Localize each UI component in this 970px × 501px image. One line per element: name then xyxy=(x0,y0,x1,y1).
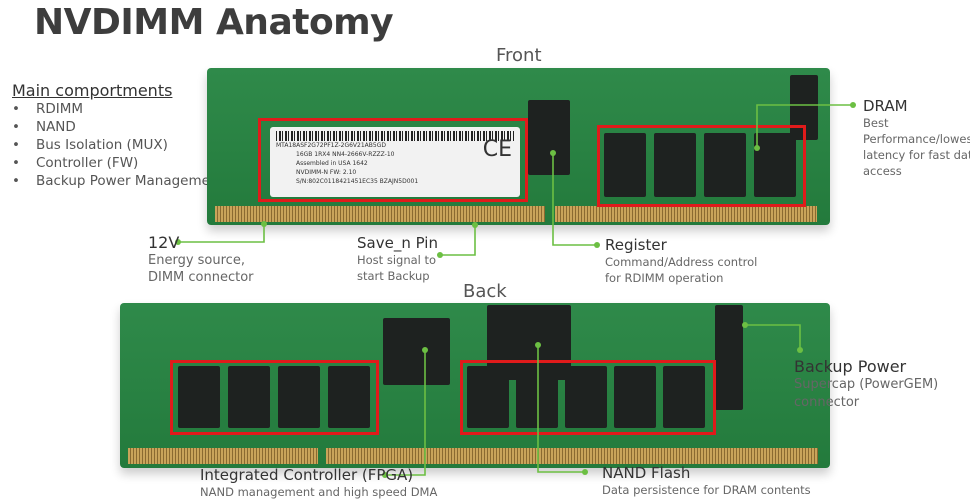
list-item: Bus Isolation (MUX) xyxy=(12,136,224,154)
callout-desc: connector xyxy=(794,395,860,410)
callout-dram: DRAM Best Performance/lowest latency for… xyxy=(863,97,970,179)
callout-backup-power: Backup Power Supercap (PowerGEM) connect… xyxy=(794,357,938,412)
callout-fpga: Integrated Controller (FPGA) NAND manage… xyxy=(200,466,437,500)
list-item: RDIMM xyxy=(12,100,224,118)
list-item: NAND xyxy=(12,118,224,136)
callout-desc: Performance/lowest xyxy=(863,132,970,146)
sticker-line: 16GB 1RX4 NN4-2666V-RZZZ-10 xyxy=(296,151,395,158)
callout-nand-flash: NAND Flash Data persistence for DRAM con… xyxy=(602,464,811,498)
sticker-line: NVDIMM-N FW: 2.10 xyxy=(296,169,357,176)
product-label-sticker: MTA18ASF2G72PF1Z-2G6V21AB5GD 16GB 1RX4 N… xyxy=(270,127,520,197)
callout-desc: NAND management and high speed DMA xyxy=(200,485,438,499)
slide-title: NVDIMM Anatomy xyxy=(34,2,394,43)
callout-title: NAND Flash xyxy=(602,464,691,482)
callout-desc: Host signal to xyxy=(357,253,437,267)
callout-desc: access xyxy=(863,164,902,178)
callout-desc: Energy source, xyxy=(148,253,245,268)
sticker-line: MTA18ASF2G72PF1Z-2G6V21AB5GD xyxy=(276,142,386,149)
callout-desc: Command/Address control xyxy=(605,255,758,269)
sticker-line: S/N:802C0118421451EC35 BZAJN5D001 xyxy=(296,178,419,185)
main-components-list: Main comportments RDIMM NAND Bus Isolati… xyxy=(12,81,224,190)
callout-register: Register Command/Address control for RDI… xyxy=(605,236,757,286)
sticker-line: Assembled in USA 1642 xyxy=(296,160,368,167)
callout-desc: Best xyxy=(863,116,889,130)
register-chip xyxy=(528,100,570,175)
callout-desc: start Backup xyxy=(357,269,430,283)
list-item: Backup Power Management xyxy=(12,172,224,190)
callout-title: Save_n Pin xyxy=(357,234,438,252)
callout-desc: DIMM connector xyxy=(148,270,254,285)
callout-desc: for RDIMM operation xyxy=(605,271,724,285)
highlight-box xyxy=(170,360,379,435)
callout-title: Integrated Controller (FPGA) xyxy=(200,466,414,484)
highlight-box xyxy=(597,125,806,207)
list-item: Controller (FW) xyxy=(12,154,224,172)
callout-title: Register xyxy=(605,236,667,254)
list-heading: Main comportments xyxy=(12,81,173,100)
callout-desc: latency for fast data xyxy=(863,148,970,162)
backup-power-connector xyxy=(715,305,743,410)
callout-desc: Data persistence for DRAM contents xyxy=(602,483,811,497)
front-label: Front xyxy=(496,45,542,66)
callout-save-pin: Save_n Pin Host signal to start Backup xyxy=(357,234,438,284)
callout-desc: Supercap (PowerGEM) xyxy=(794,377,939,392)
callout-title: 12V xyxy=(148,233,180,252)
callout-title: Backup Power xyxy=(794,357,907,376)
callout-12v: 12V Energy source, DIMM connector xyxy=(148,233,254,286)
fpga-chip xyxy=(383,318,450,385)
highlight-box xyxy=(460,360,716,435)
callout-title: DRAM xyxy=(863,97,908,115)
highlight-box xyxy=(258,118,528,202)
back-label: Back xyxy=(463,281,507,302)
